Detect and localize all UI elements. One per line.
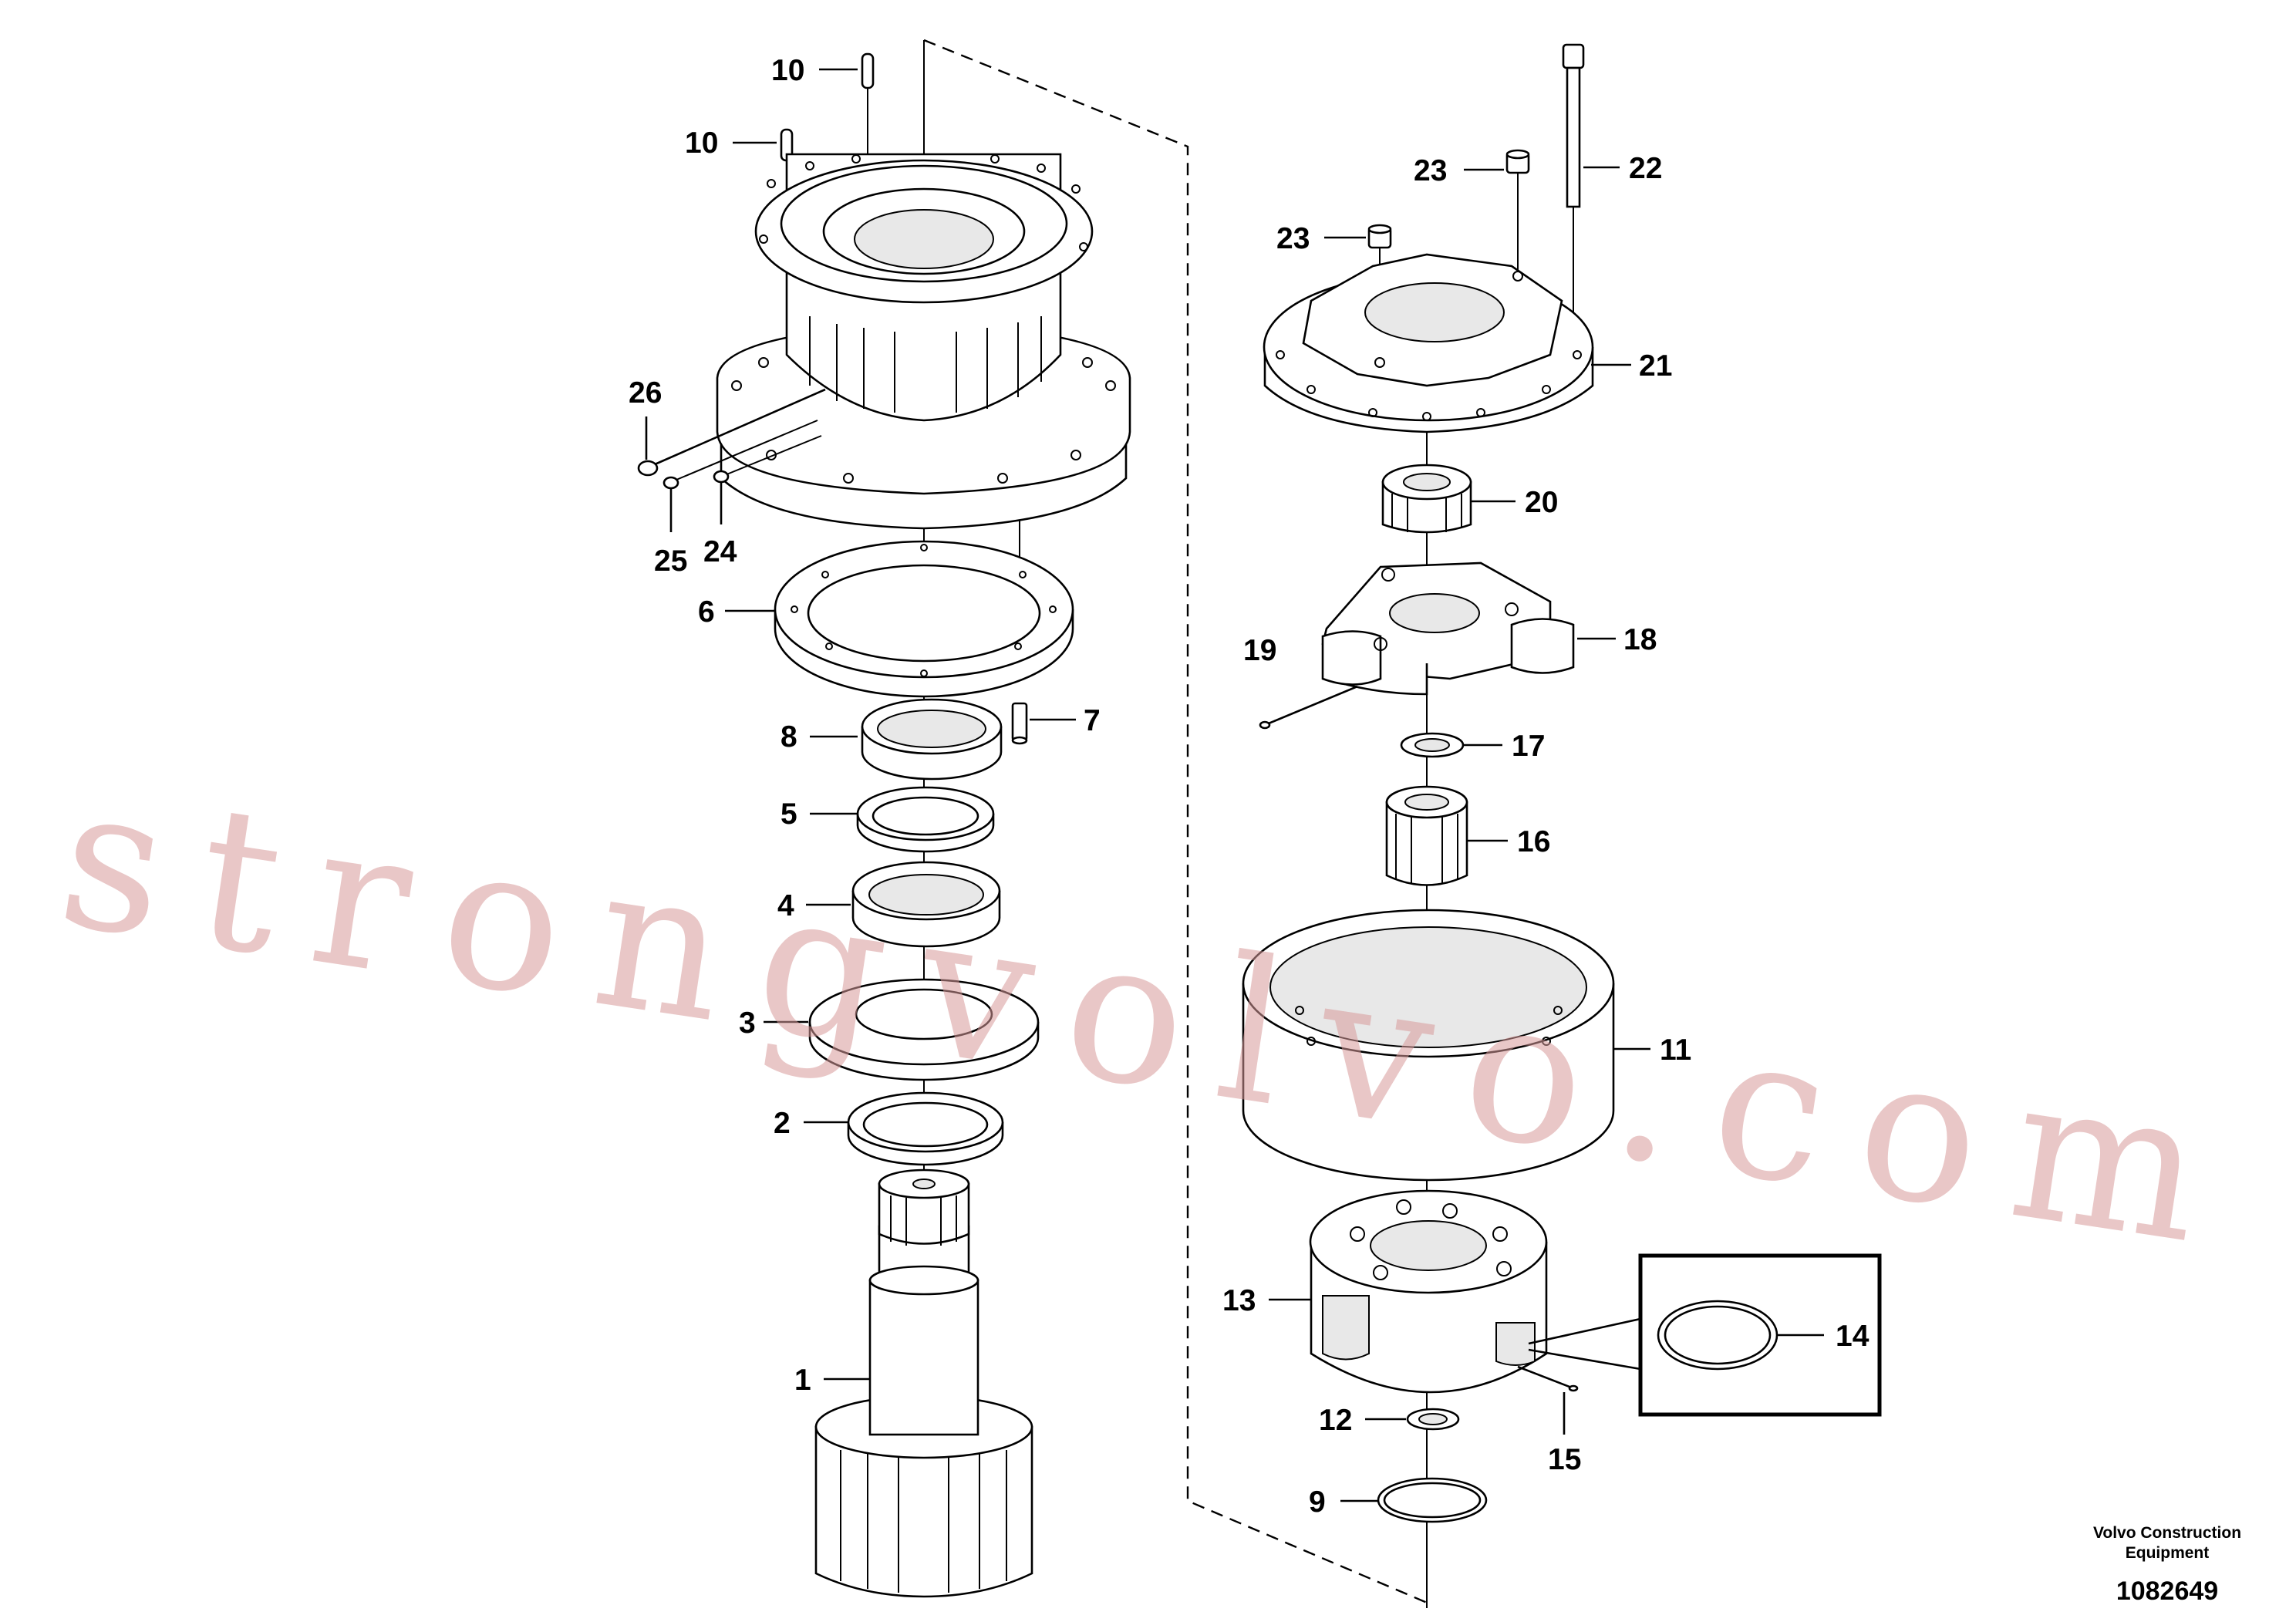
part-17-washer xyxy=(1400,732,1465,758)
part-13-carrier xyxy=(1309,1189,1548,1394)
label-7: 7 xyxy=(1084,704,1101,737)
label-21: 21 xyxy=(1639,349,1672,383)
part-19-pin xyxy=(1259,685,1358,730)
label-8: 8 xyxy=(781,720,797,754)
part-6-flange-ring xyxy=(774,540,1074,698)
label-10-lower: 10 xyxy=(685,126,718,160)
part-23-screw-right xyxy=(1505,149,1530,274)
part-housing xyxy=(716,153,1131,530)
label-15: 15 xyxy=(1548,1443,1581,1476)
part-1-pinion-shaft xyxy=(814,1168,1033,1598)
part-2-ring xyxy=(847,1091,1004,1166)
label-5: 5 xyxy=(781,798,797,831)
credit-line-1: Volvo Construction xyxy=(2093,1524,2241,1542)
group-boundary xyxy=(923,39,1431,1606)
label-24: 24 xyxy=(703,535,737,568)
part-26-plug xyxy=(637,388,826,477)
label-14: 14 xyxy=(1836,1320,1870,1353)
label-23-left: 23 xyxy=(1276,222,1310,255)
leader-lines xyxy=(645,68,1824,1502)
label-23-right: 23 xyxy=(1414,154,1447,187)
label-25: 25 xyxy=(654,545,687,578)
part-11-ring-gear xyxy=(1242,909,1615,1182)
label-12: 12 xyxy=(1319,1404,1352,1437)
label-4: 4 xyxy=(777,889,794,922)
label-6: 6 xyxy=(698,595,715,629)
document-number: 1082649 xyxy=(2116,1576,2218,1606)
part-25-fitting xyxy=(663,420,818,490)
part-22-long-bolt xyxy=(1562,43,1585,339)
part-12-washer xyxy=(1406,1408,1460,1431)
part-8-bearing xyxy=(861,698,1003,781)
part-9-snap-ring xyxy=(1377,1477,1488,1523)
label-18: 18 xyxy=(1623,623,1657,656)
label-10-upper: 10 xyxy=(771,54,804,87)
part-7-bolt xyxy=(1011,702,1028,745)
label-1: 1 xyxy=(794,1364,811,1397)
part-4-bearing xyxy=(851,861,1001,948)
part-21-cover xyxy=(1263,253,1594,433)
credit-line-2: Equipment xyxy=(2126,1544,2210,1562)
part-15-pin xyxy=(1517,1365,1579,1392)
credit-block: Volvo Construction Equipment 1082649 xyxy=(2093,1524,2241,1606)
part-3-seal xyxy=(808,978,1040,1081)
label-13: 13 xyxy=(1222,1284,1256,1317)
part-5-spacer-ring xyxy=(856,786,995,853)
part-14-detail-box xyxy=(1528,1253,1882,1417)
label-26: 26 xyxy=(629,376,662,410)
part-20-sun-gear xyxy=(1381,464,1472,534)
label-11: 11 xyxy=(1660,1034,1691,1067)
part-labels: 10 10 26 25 24 6 7 8 5 4 3 2 1 22 23 23 … xyxy=(629,54,1870,1519)
label-2: 2 xyxy=(774,1107,791,1140)
label-9: 9 xyxy=(1309,1485,1326,1519)
part-16-sun-gear xyxy=(1385,785,1468,886)
part-18-planet-carrier xyxy=(1321,561,1575,696)
label-16: 16 xyxy=(1517,825,1550,858)
watermark-text: strongvolvo.com xyxy=(47,742,2253,1293)
label-3: 3 xyxy=(739,1007,756,1040)
label-22: 22 xyxy=(1629,152,1662,185)
label-20: 20 xyxy=(1525,486,1558,519)
label-17: 17 xyxy=(1512,730,1545,763)
label-19: 19 xyxy=(1243,634,1276,667)
